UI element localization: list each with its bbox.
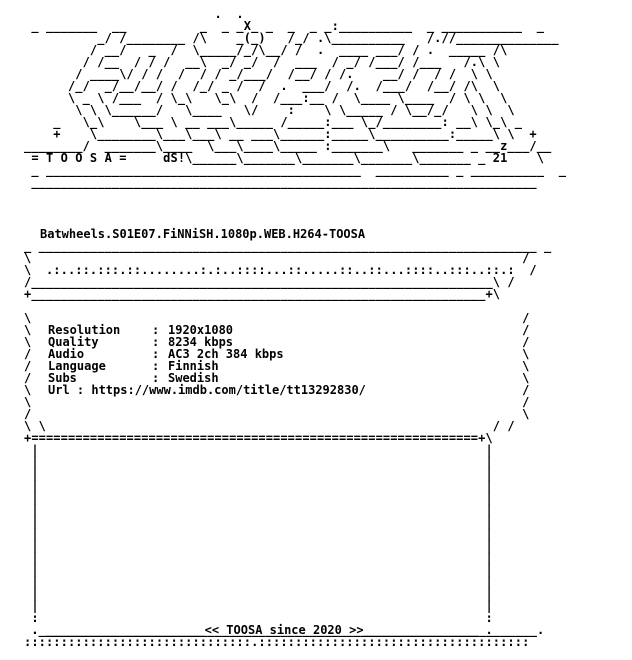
footer-credit: ._______________________<< TOOSA since 2… [24, 623, 545, 637]
info-separator: : [152, 359, 160, 373]
release-info-panel: Resolution : 1920x1080 Quality : 8234 kb… [48, 324, 366, 396]
info-separator: : [152, 371, 160, 385]
info-value: 8234 kbps [168, 335, 234, 349]
info-key: Language [48, 359, 106, 373]
info-key: Subs [48, 371, 77, 385]
bottom-dot-border: :::::::::::::::::::::::::::::::.::::::::… [24, 635, 530, 649]
info-value: AC3 2ch 384 kbps [168, 347, 284, 361]
info-box-frame-top: _ ______________________________________… [24, 239, 552, 421]
imdb-url-link[interactable]: https://www.imdb.com/title/tt13292830/ [91, 383, 366, 397]
info-separator: : [152, 347, 160, 361]
info-box-frame-bottom: \ \ / / +===============================… [24, 419, 515, 637]
release-title: Batwheels.S01E07.FiNNiSH.1080p.WEB.H264-… [40, 227, 366, 241]
info-value: Finnish [168, 359, 219, 373]
info-key: Resolution [48, 323, 121, 337]
info-row-language: Language : Finnish [48, 360, 366, 372]
info-row-resolution: Resolution : 1920x1080 [48, 324, 366, 336]
url-label: Url : [48, 383, 85, 397]
info-value: 1920x1080 [168, 323, 234, 337]
info-key: Quality [48, 335, 99, 349]
info-key: Audio [48, 347, 85, 361]
info-row-quality: Quality : 8234 kbps [48, 336, 366, 348]
info-separator: : [152, 335, 160, 349]
info-separator: : [152, 323, 160, 337]
info-row-url: Url : https://www.imdb.com/title/tt13292… [48, 384, 366, 396]
ascii-logo-art: . . _ _______ __ _ _ _X_ _ _ _ _:_______… [24, 7, 567, 189]
info-row-subs: Subs : Swedish [48, 372, 366, 384]
info-row-audio: Audio : AC3 2ch 384 kbps [48, 348, 366, 360]
info-value: Swedish [168, 371, 219, 385]
